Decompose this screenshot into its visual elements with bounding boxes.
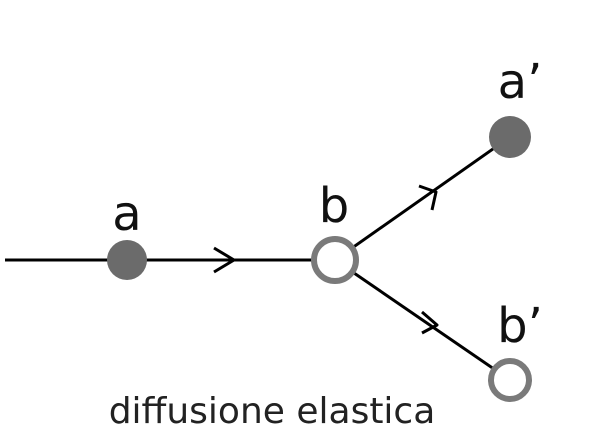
- outgoing-line-upper: [334, 135, 511, 262]
- node-label-a: a: [112, 186, 141, 242]
- arrowhead-icon: [213, 246, 236, 274]
- node-label-a-prime: a’: [498, 54, 543, 110]
- node-label-b-prime: b’: [497, 298, 543, 354]
- filled-circle-icon: [489, 116, 531, 158]
- open-circle-icon: [311, 236, 359, 284]
- arrowhead-icon: [421, 310, 439, 335]
- outgoing-line-lower: [334, 258, 511, 382]
- node-label-b: b: [319, 178, 349, 234]
- filled-circle-icon: [107, 240, 147, 280]
- open-circle-icon: [488, 358, 532, 402]
- diagram-caption: diffusione elastica: [109, 391, 436, 432]
- arrowhead-icon: [418, 184, 438, 211]
